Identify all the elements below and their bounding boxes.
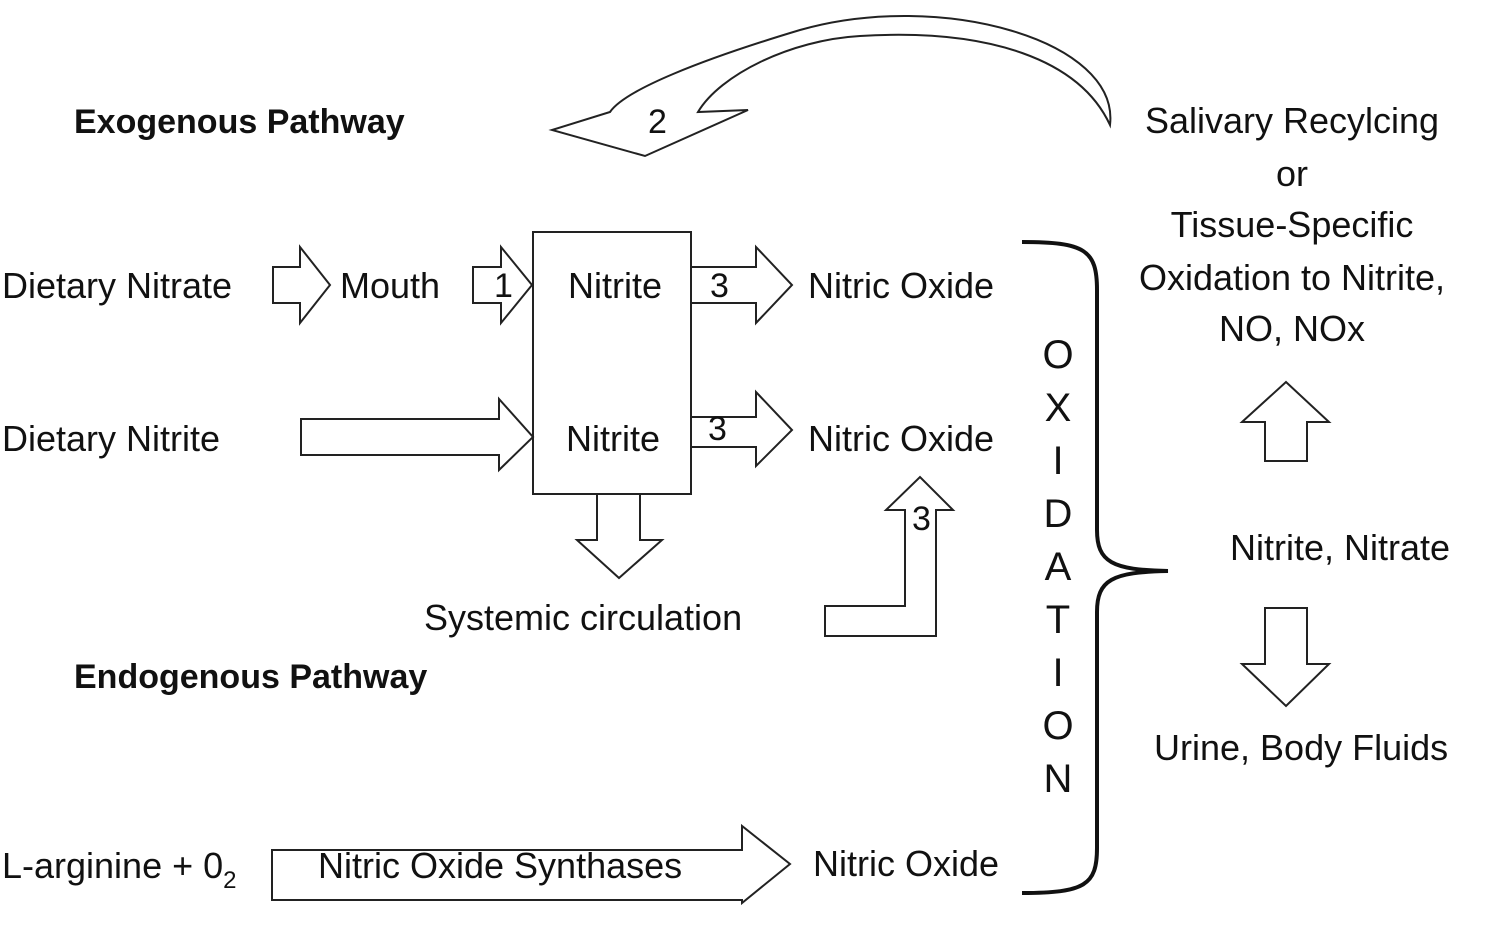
oxidation-letters: O X I D A T I O N — [1042, 333, 1073, 801]
oxidation-letter: I — [1052, 651, 1063, 695]
endogenous-pathway-title: Endogenous Pathway — [74, 658, 427, 696]
nitric-oxide-1-label: Nitric Oxide — [808, 265, 994, 306]
recycling-line: or — [1276, 153, 1308, 194]
nitric-oxide-synthases-label: Nitric Oxide Synthases — [318, 845, 682, 886]
oxidation-letter: O — [1042, 704, 1073, 748]
oxidation-brace — [1021, 240, 1169, 895]
step-1-label: 1 — [494, 267, 513, 305]
down-to-urine-arrow — [1239, 607, 1332, 708]
recycling-line: Tissue-Specific — [1171, 204, 1414, 245]
nitric-oxide-synthases-arrow — [271, 823, 792, 906]
nitrite-to-nitric-oxide-arrow-2 — [690, 389, 794, 469]
systemic-to-nitric-oxide-arrow — [824, 475, 956, 637]
step-3a-label: 3 — [710, 267, 729, 305]
nitrite-nitrate-label: Nitrite, Nitrate — [1230, 527, 1450, 568]
nitrate-to-mouth-arrow — [272, 244, 332, 326]
dietary-nitrate-label: Dietary Nitrate — [2, 265, 232, 306]
step-3b-label: 3 — [708, 410, 727, 448]
step-3c-label: 3 — [912, 500, 931, 538]
oxidation-letter: D — [1044, 492, 1073, 536]
l-arginine-subscript: 2 — [223, 867, 236, 894]
recycling-line: Salivary Recylcing — [1145, 100, 1439, 141]
mouth-to-nitrite-arrow — [472, 244, 534, 326]
nitrite-bottom-label: Nitrite — [566, 418, 660, 459]
urine-body-fluids-label: Urine, Body Fluids — [1154, 727, 1448, 768]
nitrite-to-nitric-oxide-arrow-1 — [690, 244, 794, 326]
recycling-line: NO, NOx — [1219, 308, 1365, 349]
l-arginine-label: L-arginine + 02 — [2, 845, 237, 894]
oxidation-letter: T — [1046, 598, 1070, 642]
nitrite-box — [532, 231, 692, 495]
step-2-label: 2 — [648, 103, 667, 141]
oxidation-letter: I — [1052, 439, 1063, 483]
nitrite-top-label: Nitrite — [568, 265, 662, 306]
recycling-text-block: Salivary Recylcing or Tissue-Specific Ox… — [1139, 100, 1445, 349]
dietary-nitrite-label: Dietary Nitrite — [2, 418, 220, 459]
l-arginine-text: L-arginine + 0 — [2, 845, 223, 886]
exogenous-pathway-title: Exogenous Pathway — [74, 103, 405, 141]
oxidation-letter: A — [1045, 545, 1072, 589]
nitric-oxide-2-label: Nitric Oxide — [808, 418, 994, 459]
salivary-recycling-curved-arrow — [548, 14, 1112, 158]
recycling-line: Oxidation to Nitrite, — [1139, 257, 1445, 298]
up-to-recycling-arrow — [1239, 380, 1332, 462]
oxidation-letter: O — [1042, 333, 1073, 377]
systemic-circulation-label: Systemic circulation — [424, 597, 742, 638]
dietary-nitrite-arrow — [300, 396, 535, 473]
oxidation-letter: N — [1044, 757, 1073, 801]
oxidation-letter: X — [1045, 386, 1072, 430]
nitric-oxide-3-label: Nitric Oxide — [813, 843, 999, 884]
mouth-label: Mouth — [340, 265, 440, 306]
box-to-systemic-circulation-arrow — [574, 493, 665, 580]
